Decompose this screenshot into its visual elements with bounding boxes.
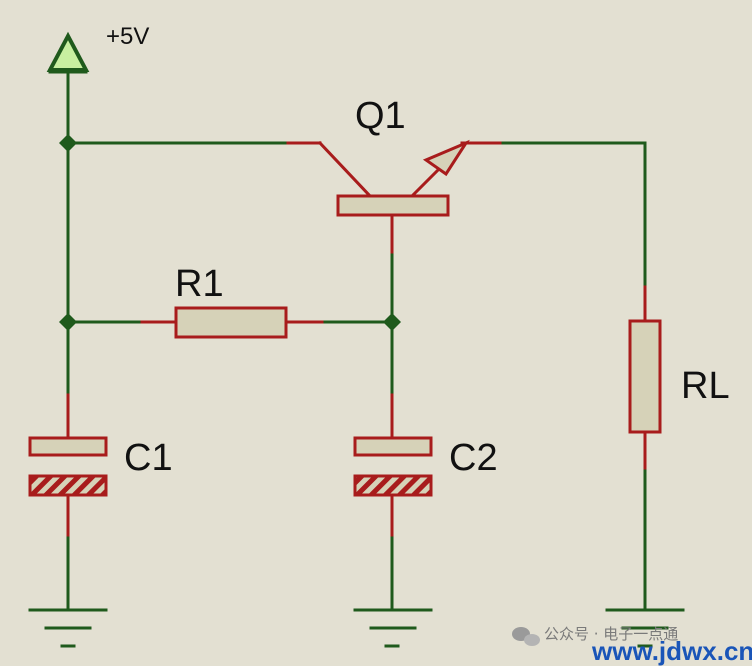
- ground-symbol-c2: [353, 608, 433, 648]
- transistor-q1: [286, 139, 502, 254]
- junction-top: [59, 134, 77, 152]
- r1-label: R1: [175, 263, 224, 305]
- resistor-rl: [628, 285, 662, 470]
- junctions: [59, 134, 401, 331]
- junction-right: [383, 313, 401, 331]
- capacitor-c1: [28, 393, 108, 537]
- power-terminal: [46, 31, 90, 74]
- wires: [66, 70, 647, 612]
- ground-symbol-c1: [28, 608, 108, 648]
- junction-left: [59, 313, 77, 331]
- ground-symbol-rl: [605, 608, 685, 648]
- watermark-account: 公众号 · 电子一点通: [544, 625, 678, 643]
- c1-label: C1: [124, 437, 173, 479]
- capacitor-c2: [353, 393, 433, 537]
- watermark-url: www.jdwx.cn: [591, 636, 752, 666]
- wechat-icon: [512, 627, 540, 646]
- watermark: 公众号 · 电子一点通 www.jdwx.cn: [512, 625, 752, 666]
- power-label: +5V: [106, 23, 149, 50]
- resistor-r1: [140, 306, 324, 339]
- rl-label: RL: [681, 365, 730, 407]
- c2-label: C2: [449, 437, 498, 479]
- q1-label: Q1: [355, 95, 406, 137]
